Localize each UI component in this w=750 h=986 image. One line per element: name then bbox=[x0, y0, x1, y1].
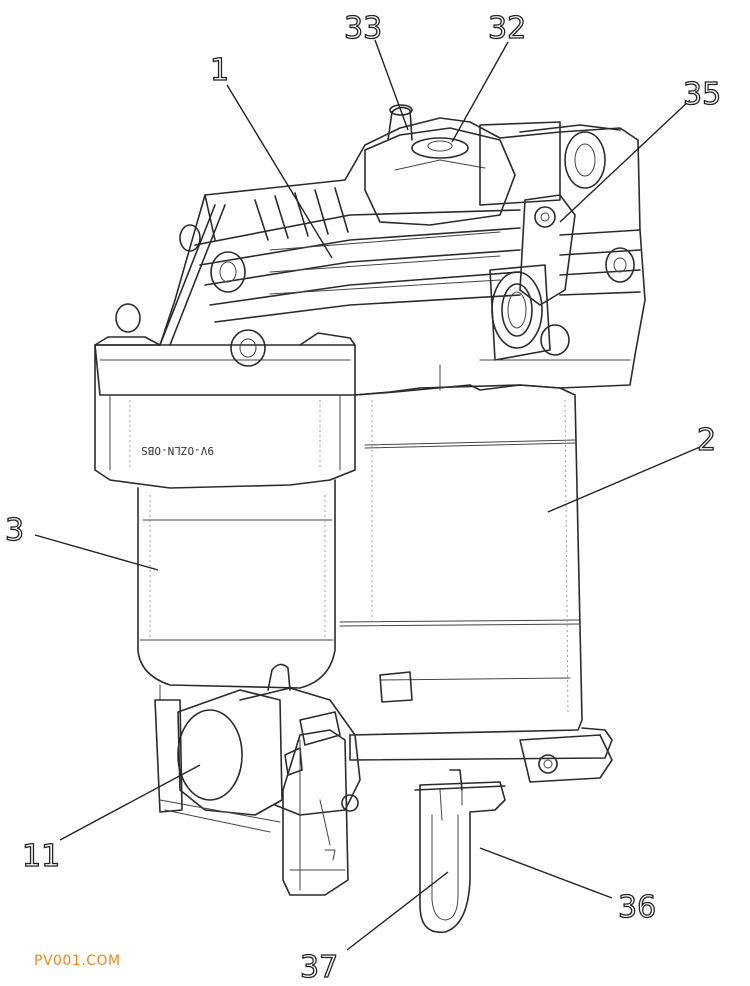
left-filter-canister bbox=[137, 479, 336, 701]
watermark: PV001.COM bbox=[34, 953, 121, 969]
leader-32 bbox=[451, 41, 509, 143]
drain-bracket bbox=[414, 769, 506, 934]
leader-35 bbox=[559, 99, 691, 223]
leader-37 bbox=[346, 871, 449, 951]
callout-37: 37 bbox=[300, 950, 338, 985]
callout-2: 2 bbox=[697, 423, 716, 458]
callout-35: 35 bbox=[683, 77, 721, 112]
callout-36: 36 bbox=[618, 890, 656, 925]
right-filter-canister bbox=[339, 384, 613, 783]
leader-3 bbox=[34, 534, 159, 571]
leader-33 bbox=[374, 39, 409, 131]
sensor-module bbox=[154, 663, 361, 896]
callout-33: 33 bbox=[344, 11, 382, 46]
housing-marking: 9V-OZLN-OBS bbox=[141, 444, 214, 457]
leader-1 bbox=[226, 84, 333, 259]
callout-11: 11 bbox=[22, 839, 60, 874]
callout-labels: 1 2 3 11 32 33 35 36 37 bbox=[4, 10, 721, 985]
leader-36 bbox=[479, 847, 613, 899]
callout-32: 32 bbox=[488, 11, 526, 46]
callout-3: 3 bbox=[5, 513, 24, 548]
leader-11 bbox=[59, 764, 201, 841]
leader-lines bbox=[34, 39, 701, 951]
upper-head-assembly bbox=[94, 104, 646, 489]
callout-1: 1 bbox=[210, 53, 229, 88]
leader-2 bbox=[547, 446, 701, 513]
